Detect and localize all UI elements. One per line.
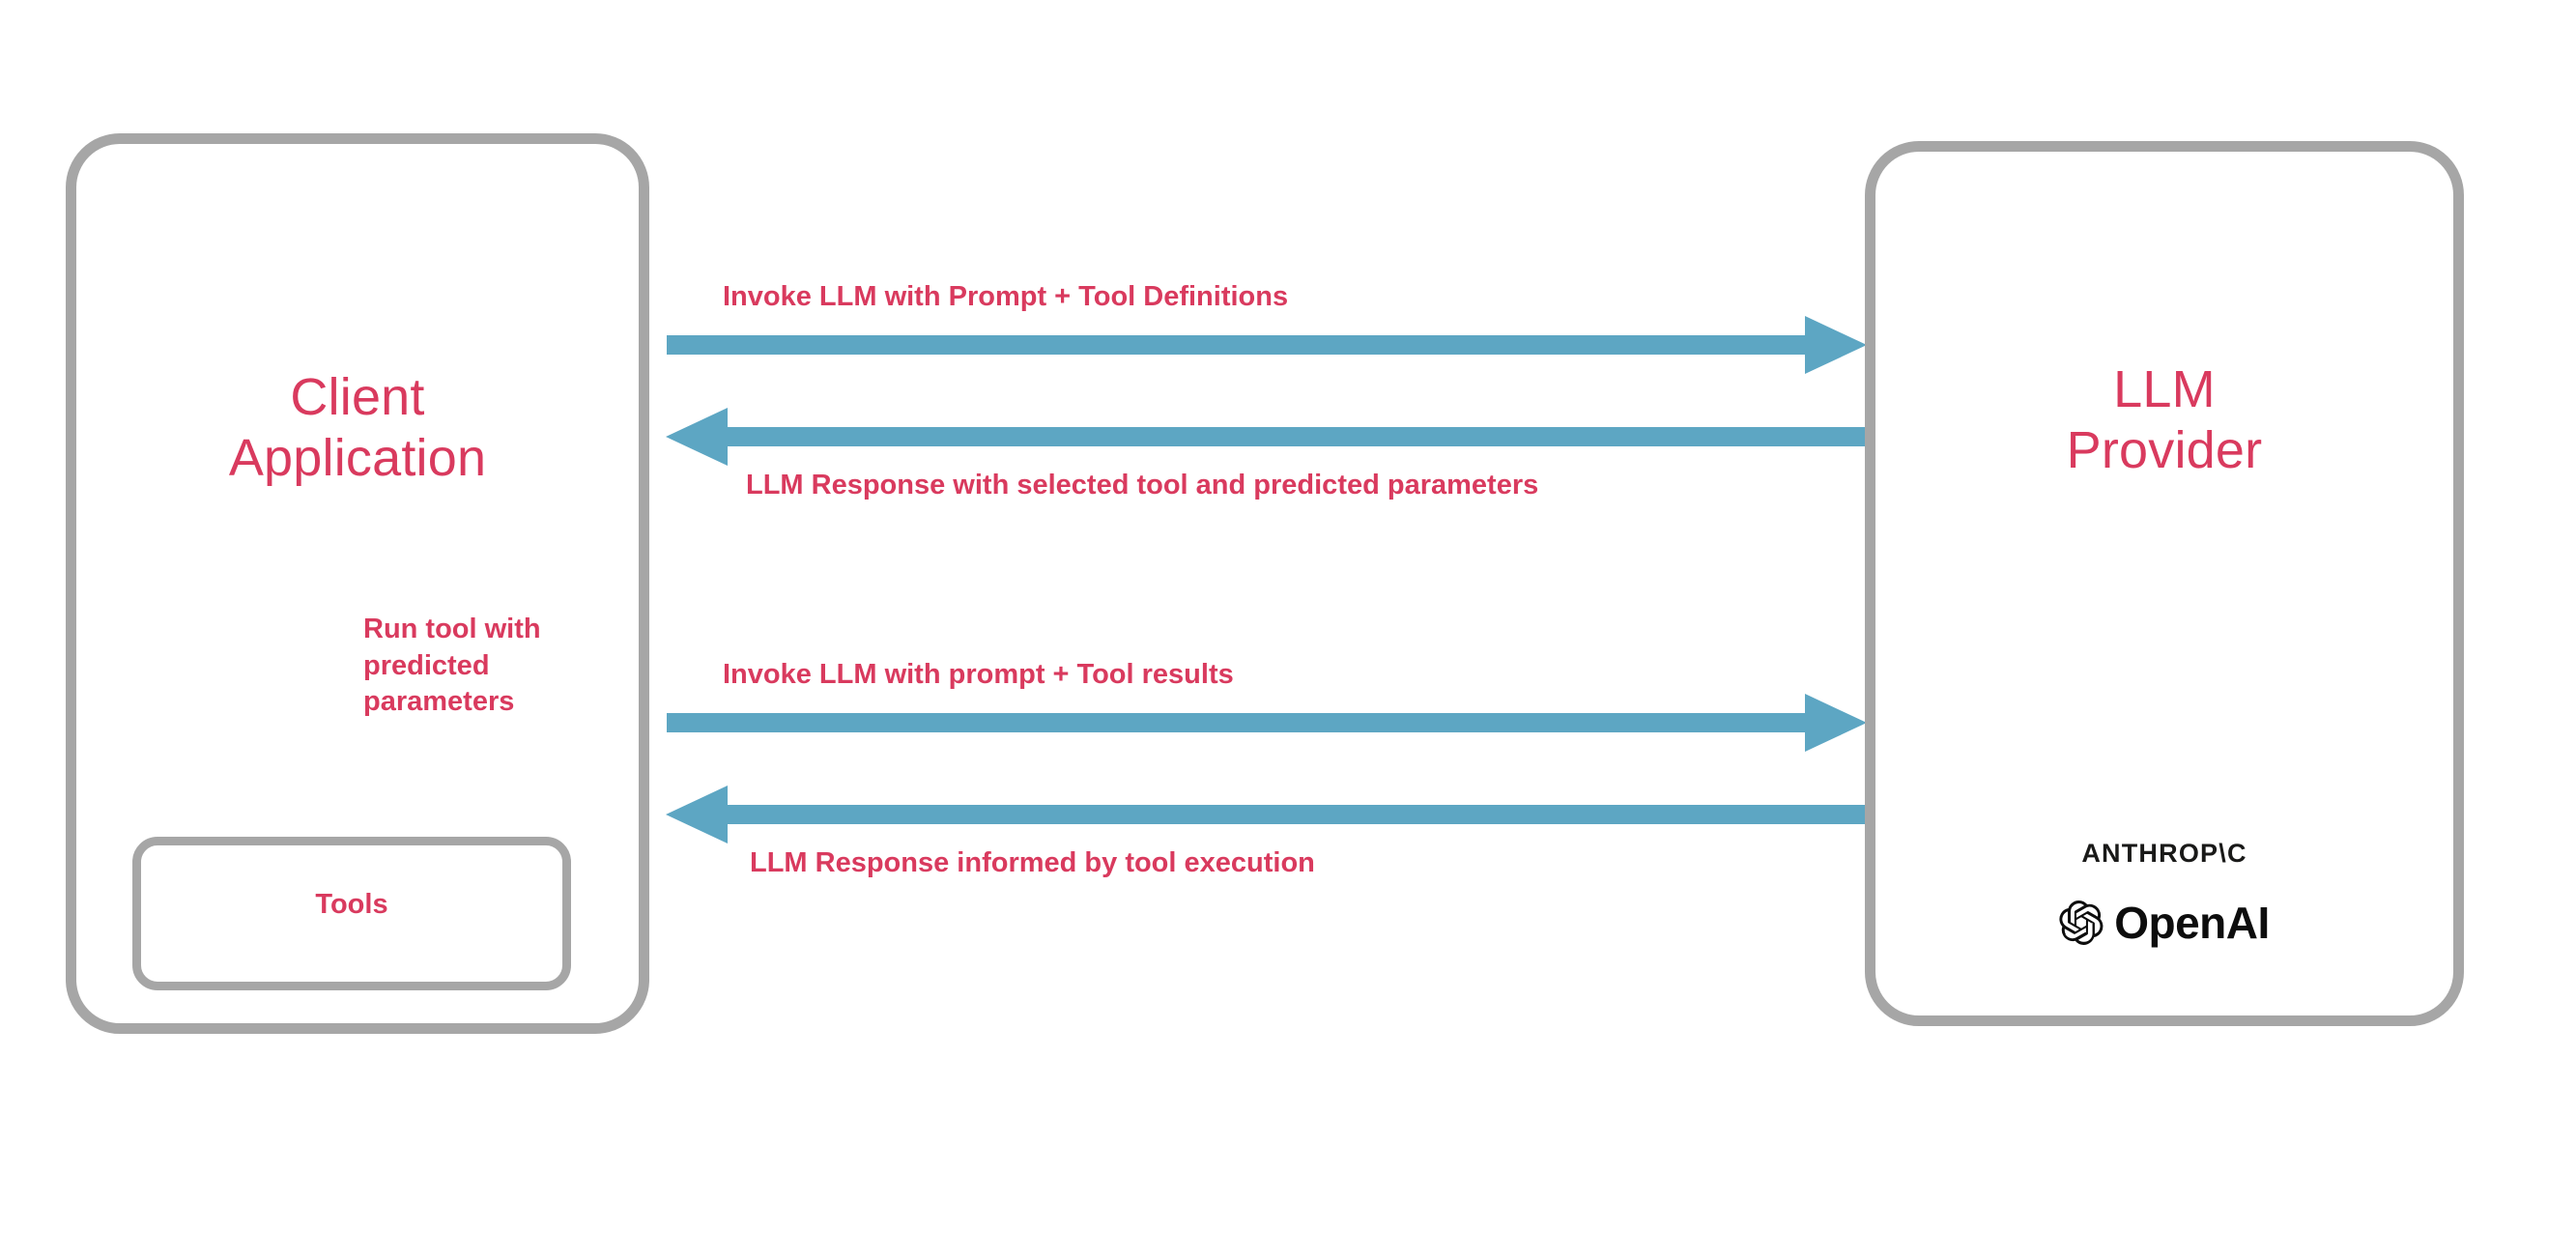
openai-logo: OpenAI [1865, 897, 2464, 949]
flow-label-llm-response-1: LLM Response with selected tool and pred… [746, 470, 1539, 500]
openai-knot-icon [2059, 901, 2104, 945]
flow-label-invoke-tools: Invoke LLM with Prompt + Tool Definition… [723, 281, 1289, 312]
flow-label-invoke-results: Invoke LLM with prompt + Tool results [723, 659, 1234, 690]
arrow-llm-response-1 [666, 408, 1867, 466]
arrow-llm-response-2 [666, 786, 1867, 843]
llm-provider-box [1865, 141, 2464, 1026]
arrow-invoke-tools [667, 316, 1867, 374]
arrow-invoke-results [667, 694, 1867, 752]
run-tool-label: Run tool with predicted parameters [363, 614, 541, 718]
tools-box [132, 837, 571, 990]
tools-label: Tools [315, 889, 388, 920]
flow-label-llm-response-2: LLM Response informed by tool execution [750, 847, 1315, 878]
client-application-title: Client Application [228, 368, 487, 487]
llm-provider-title: LLM Provider [2066, 360, 2263, 479]
anthropic-logo: ANTHROP\C [2081, 839, 2247, 868]
openai-wordmark: OpenAI [2114, 898, 2270, 948]
